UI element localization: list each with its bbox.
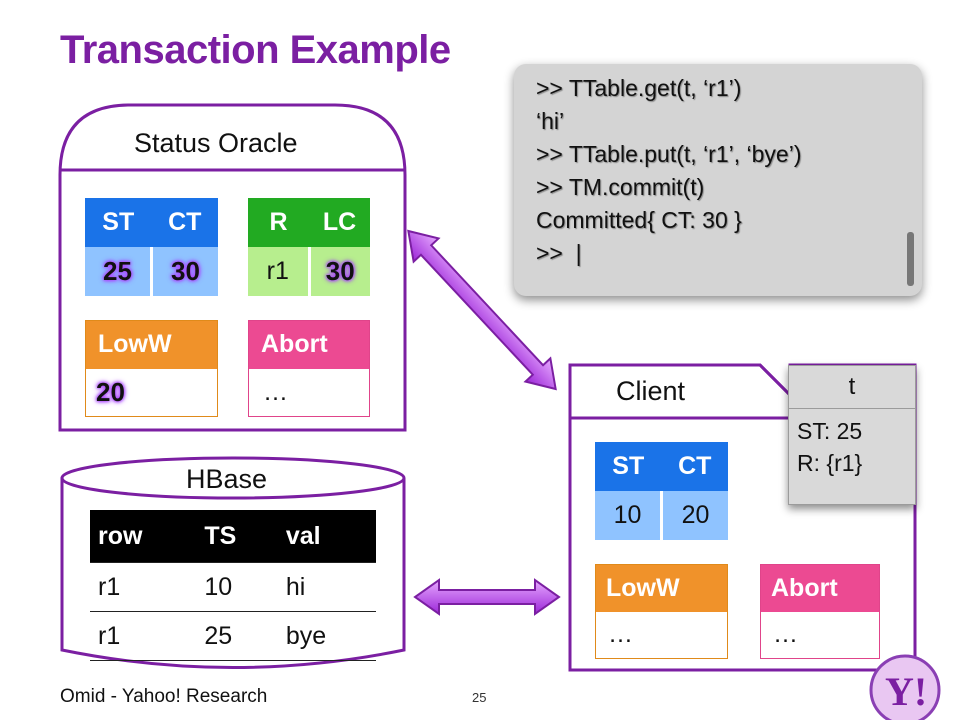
console-line: >> | (536, 240, 582, 266)
hbase-cell: r1 (90, 562, 197, 612)
svg-text:Y!: Y! (885, 669, 927, 714)
hbase-cell: hi (277, 562, 376, 612)
lc-value: 30 (307, 247, 371, 296)
st-header: ST (102, 208, 135, 236)
client-ct-header: CT (678, 452, 712, 480)
console-line: Committed{ CT: 30 } (536, 207, 742, 233)
console-line: >> TTable.get(t, ‘r1’) (536, 75, 742, 101)
hbase-header-ts: TS (196, 510, 278, 563)
hbase-cylinder-top (60, 456, 406, 500)
r-header: R (269, 208, 288, 236)
transaction-st: ST: 25 (797, 418, 863, 444)
page-title: Transaction Example (60, 28, 451, 72)
console-line: ‘hi’ (536, 108, 565, 134)
transaction-r: R: {r1} (797, 450, 863, 476)
hbase-cell: 25 (196, 611, 278, 661)
loww-value: 20 (96, 376, 125, 407)
console-panel[interactable]: >> TTable.get(t, ‘r1’) ‘hi’ >> TTable.pu… (514, 64, 922, 296)
hbase-header-row: row (90, 510, 197, 563)
client-abort-header: Abort (771, 573, 838, 602)
client-st-ct-table: ST CT 10 20 (595, 442, 728, 540)
oracle-abort-table: Abort … (248, 320, 370, 417)
oracle-r-lc-table: R LC r1 30 (248, 198, 370, 296)
console-line: >> TM.commit(t) (536, 174, 705, 200)
client-st-value: 10 (613, 501, 642, 529)
oracle-loww-table: LowW 20 (85, 320, 218, 417)
hbase-client-arrow (413, 578, 561, 616)
abort-header: Abort (261, 330, 328, 359)
hbase-cell: r1 (90, 611, 197, 661)
console-line: >> TTable.put(t, ‘r1’, ‘bye’) (536, 141, 802, 167)
r-value: r1 (266, 257, 289, 285)
hbase-cell: bye (277, 611, 376, 661)
hbase-label: HBase (186, 464, 268, 494)
console-scrollbar[interactable] (907, 232, 914, 286)
yahoo-logo: Y! (869, 654, 941, 720)
oracle-client-arrow (407, 229, 557, 391)
table-row: r1 25 bye (90, 611, 376, 661)
table-row: r1 10 hi (90, 562, 376, 612)
status-oracle-frame (58, 103, 407, 432)
abort-value: … (263, 377, 288, 406)
oracle-st-ct-table: ST CT 25 30 (85, 198, 218, 296)
status-oracle-label: Status Oracle (134, 128, 298, 158)
lc-header: LC (322, 208, 357, 236)
transaction-box: t ST: 25 R: {r1} (788, 365, 916, 505)
hbase-cell: 10 (196, 562, 278, 612)
client-abort-value: … (773, 620, 798, 649)
ct-value: 30 (150, 247, 218, 296)
hbase-header-val: val (277, 510, 376, 563)
st-value: 25 (103, 256, 132, 286)
footer-text: Omid - Yahoo! Research (60, 686, 268, 707)
client-loww-value: … (608, 620, 633, 649)
hbase-table: row TS val r1 10 hi r1 25 bye (90, 510, 376, 661)
client-label: Client (616, 376, 686, 406)
transaction-title: t (789, 366, 915, 409)
client-abort-table: Abort … (760, 564, 880, 659)
client-loww-header: LowW (606, 573, 680, 602)
ct-header: CT (168, 208, 202, 236)
client-loww-table: LowW … (595, 564, 728, 659)
client-ct-value: 20 (660, 491, 728, 540)
loww-header: LowW (98, 330, 172, 359)
page-number: 25 (472, 690, 487, 705)
client-st-header: ST (612, 452, 645, 480)
